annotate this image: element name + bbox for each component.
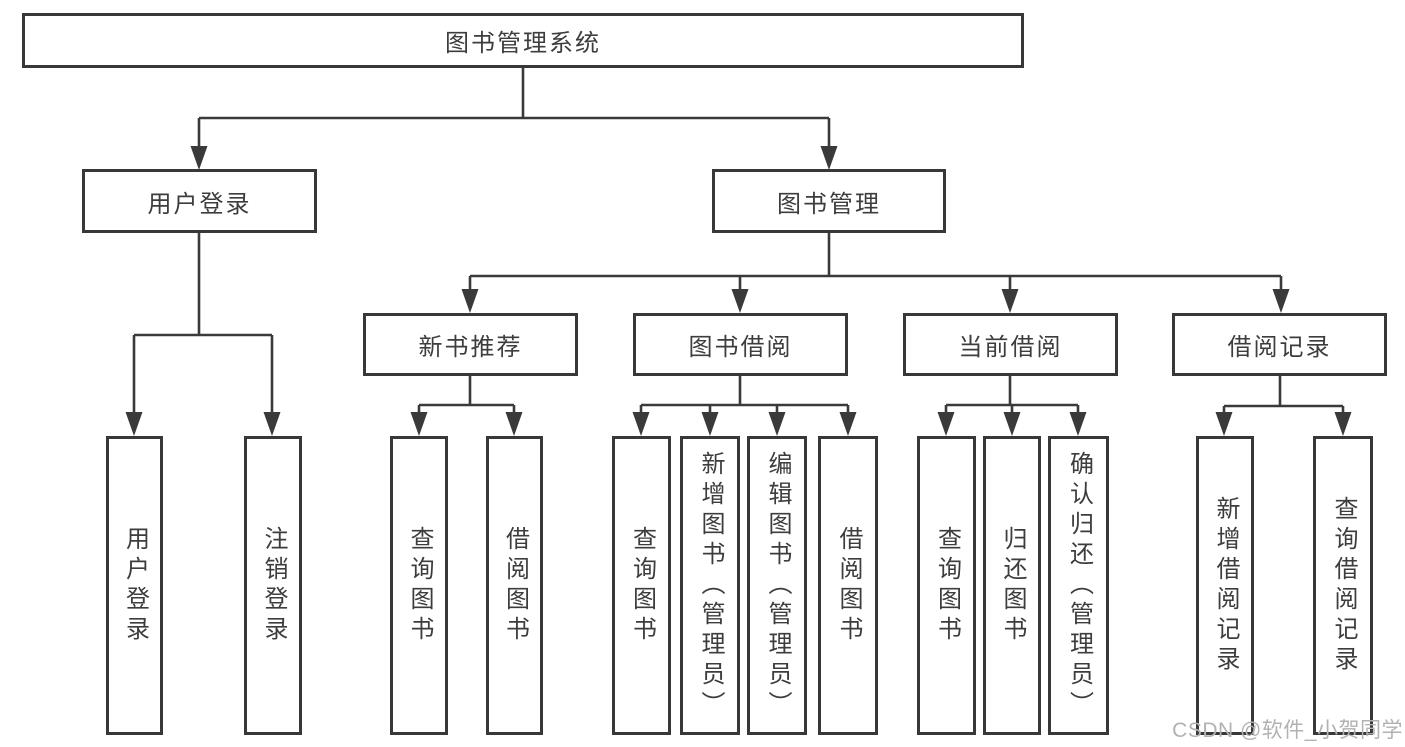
leaf-return-book-label: 归还图书	[999, 525, 1026, 646]
leaf-add-book-admin: 新增图书（管理员）	[680, 436, 740, 735]
connector-borrowrecords-to-leaves	[1215, 376, 1352, 436]
leaf-add-borrow-record: 新增借阅记录	[1196, 436, 1254, 735]
leaf-query-books-borrowing: 查询图书	[612, 436, 671, 735]
leaf-return-book: 归还图书	[983, 436, 1041, 735]
node-book-borrowing: 图书借阅	[633, 313, 848, 376]
leaf-logout-label: 注销登录	[260, 525, 287, 646]
node-current-borrowing: 当前借阅	[903, 313, 1118, 376]
leaf-add-borrow-record-label: 新增借阅记录	[1212, 495, 1239, 676]
leaf-user-login: 用户登录	[106, 436, 163, 735]
connector-root-to-level1	[190, 68, 838, 170]
leaf-query-books-current: 查询图书	[917, 436, 976, 735]
leaf-query-borrow-record-label: 查询借阅记录	[1330, 495, 1357, 676]
connector-newbookrec-to-leaves	[410, 376, 523, 436]
node-user-login: 用户登录	[82, 169, 317, 233]
leaf-borrow-books-recommend: 借阅图书	[486, 436, 543, 735]
leaf-confirm-return-admin: 确认归还（管理员）	[1048, 436, 1109, 735]
connector-currentborrow-to-leaves	[937, 376, 1087, 436]
leaf-query-books-recommend-label: 查询图书	[406, 525, 433, 646]
leaf-confirm-return-admin-label: 确认归还（管理员）	[1065, 450, 1093, 721]
node-user-login-label: 用户登录	[147, 190, 252, 218]
leaf-query-books-current-label: 查询图书	[933, 525, 961, 646]
leaf-query-books-recommend: 查询图书	[390, 436, 448, 735]
node-new-book-recommend: 新书推荐	[363, 313, 578, 376]
leaf-add-book-admin-label: 新增图书（管理员）	[697, 450, 724, 721]
connector-bookmgmt-to-level2	[461, 233, 1290, 313]
node-borrowing-records: 借阅记录	[1172, 313, 1387, 376]
leaf-query-borrow-record: 查询借阅记录	[1313, 436, 1373, 735]
connector-bookborrow-to-leaves	[632, 376, 857, 436]
watermark: CSDN @软件_小贺同学	[1172, 719, 1403, 742]
leaf-borrow-books-recommend-label: 借阅图书	[501, 525, 529, 646]
node-book-management: 图书管理	[712, 169, 946, 233]
leaf-query-books-borrowing-label: 查询图书	[628, 525, 656, 646]
leaf-borrow-books-borrowing: 借阅图书	[818, 436, 878, 735]
node-current-borrowing-label: 当前借阅	[958, 334, 1063, 361]
node-new-book-recommend-label: 新书推荐	[418, 334, 523, 361]
leaf-logout: 注销登录	[244, 436, 302, 735]
node-book-management-label: 图书管理	[777, 190, 881, 218]
leaf-borrow-books-borrowing-label: 借阅图书	[835, 525, 862, 646]
node-root: 图书管理系统	[22, 13, 1024, 68]
node-root-label: 图书管理系统	[445, 30, 601, 57]
leaf-edit-book-admin: 编辑图书（管理员）	[747, 436, 807, 735]
leaf-edit-book-admin-label: 编辑图书（管理员）	[764, 450, 791, 721]
node-book-borrowing-label: 图书借阅	[688, 334, 793, 361]
node-borrowing-records-label: 借阅记录	[1227, 334, 1332, 361]
leaf-user-login-label: 用户登录	[121, 525, 149, 646]
connector-userlogin-to-leaves	[125, 233, 281, 436]
